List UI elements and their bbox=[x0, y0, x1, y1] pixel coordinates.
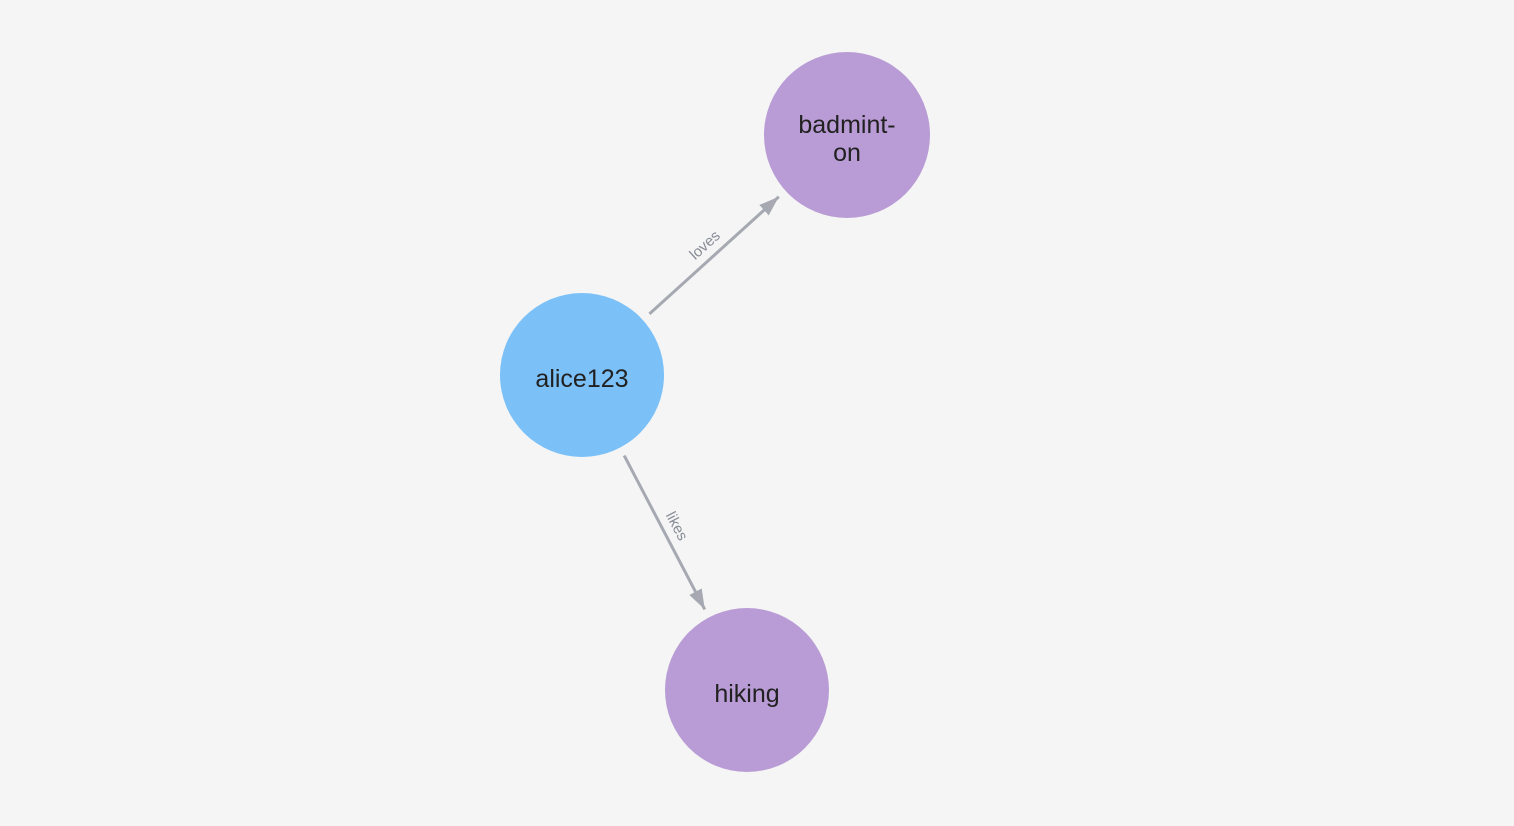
relationship-arrow[interactable] bbox=[648, 195, 780, 316]
graph-node[interactable]: badmint-on bbox=[764, 52, 930, 218]
graph-edge[interactable]: loves bbox=[648, 195, 780, 316]
node-layer: alice123 badmint-on hiking bbox=[500, 52, 930, 772]
edge-label: loves bbox=[686, 227, 723, 263]
graph-edge[interactable]: likes bbox=[622, 454, 707, 611]
relationship-arrow[interactable] bbox=[622, 454, 707, 611]
graph-node[interactable]: hiking bbox=[665, 608, 829, 772]
node-circle[interactable] bbox=[665, 608, 829, 772]
node-circle[interactable] bbox=[500, 293, 664, 457]
node-circle[interactable] bbox=[764, 52, 930, 218]
graph-node[interactable]: alice123 bbox=[500, 293, 664, 457]
